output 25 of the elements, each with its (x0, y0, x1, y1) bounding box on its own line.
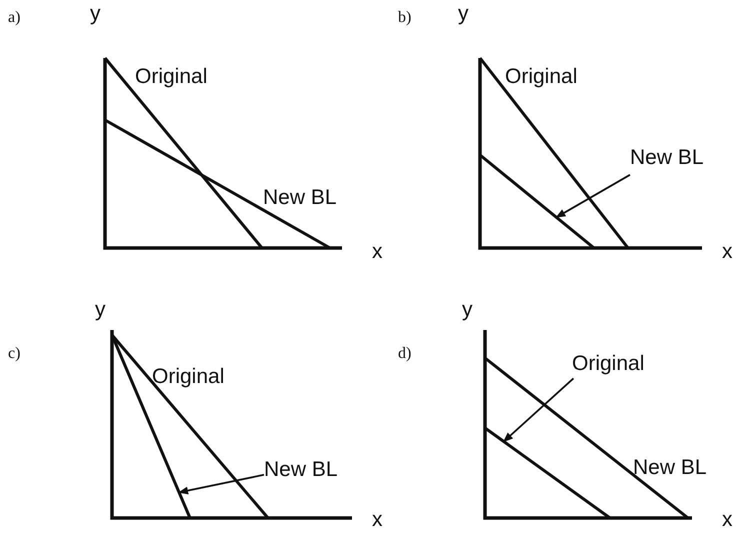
panel-label: c) (8, 344, 20, 364)
leader-arrow (503, 378, 574, 442)
axis-label: y (90, 2, 100, 26)
line-label: Original (505, 65, 578, 89)
line-label: New BL (630, 146, 704, 170)
line-label: New BL (264, 458, 338, 482)
panel-label: a) (8, 8, 20, 28)
axis-label: x (372, 508, 382, 532)
budget-line (479, 154, 595, 250)
axis-label: y (462, 298, 472, 322)
leader-arrow (556, 174, 630, 218)
panel-label: b) (398, 8, 412, 28)
axis-label: x (722, 508, 732, 532)
axis-label: y (458, 2, 468, 26)
line-label: Original (152, 365, 224, 389)
axis-label: y (95, 298, 106, 322)
panel-label: d) (398, 344, 412, 364)
axis-label: x (372, 240, 382, 264)
axis-label: x (722, 240, 732, 264)
line-label: Original (135, 65, 208, 89)
budget-line (484, 426, 611, 520)
line-label: New BL (263, 186, 337, 210)
line-label: New BL (633, 456, 707, 480)
line-label: Original (572, 352, 644, 376)
leader-arrow (178, 474, 264, 494)
